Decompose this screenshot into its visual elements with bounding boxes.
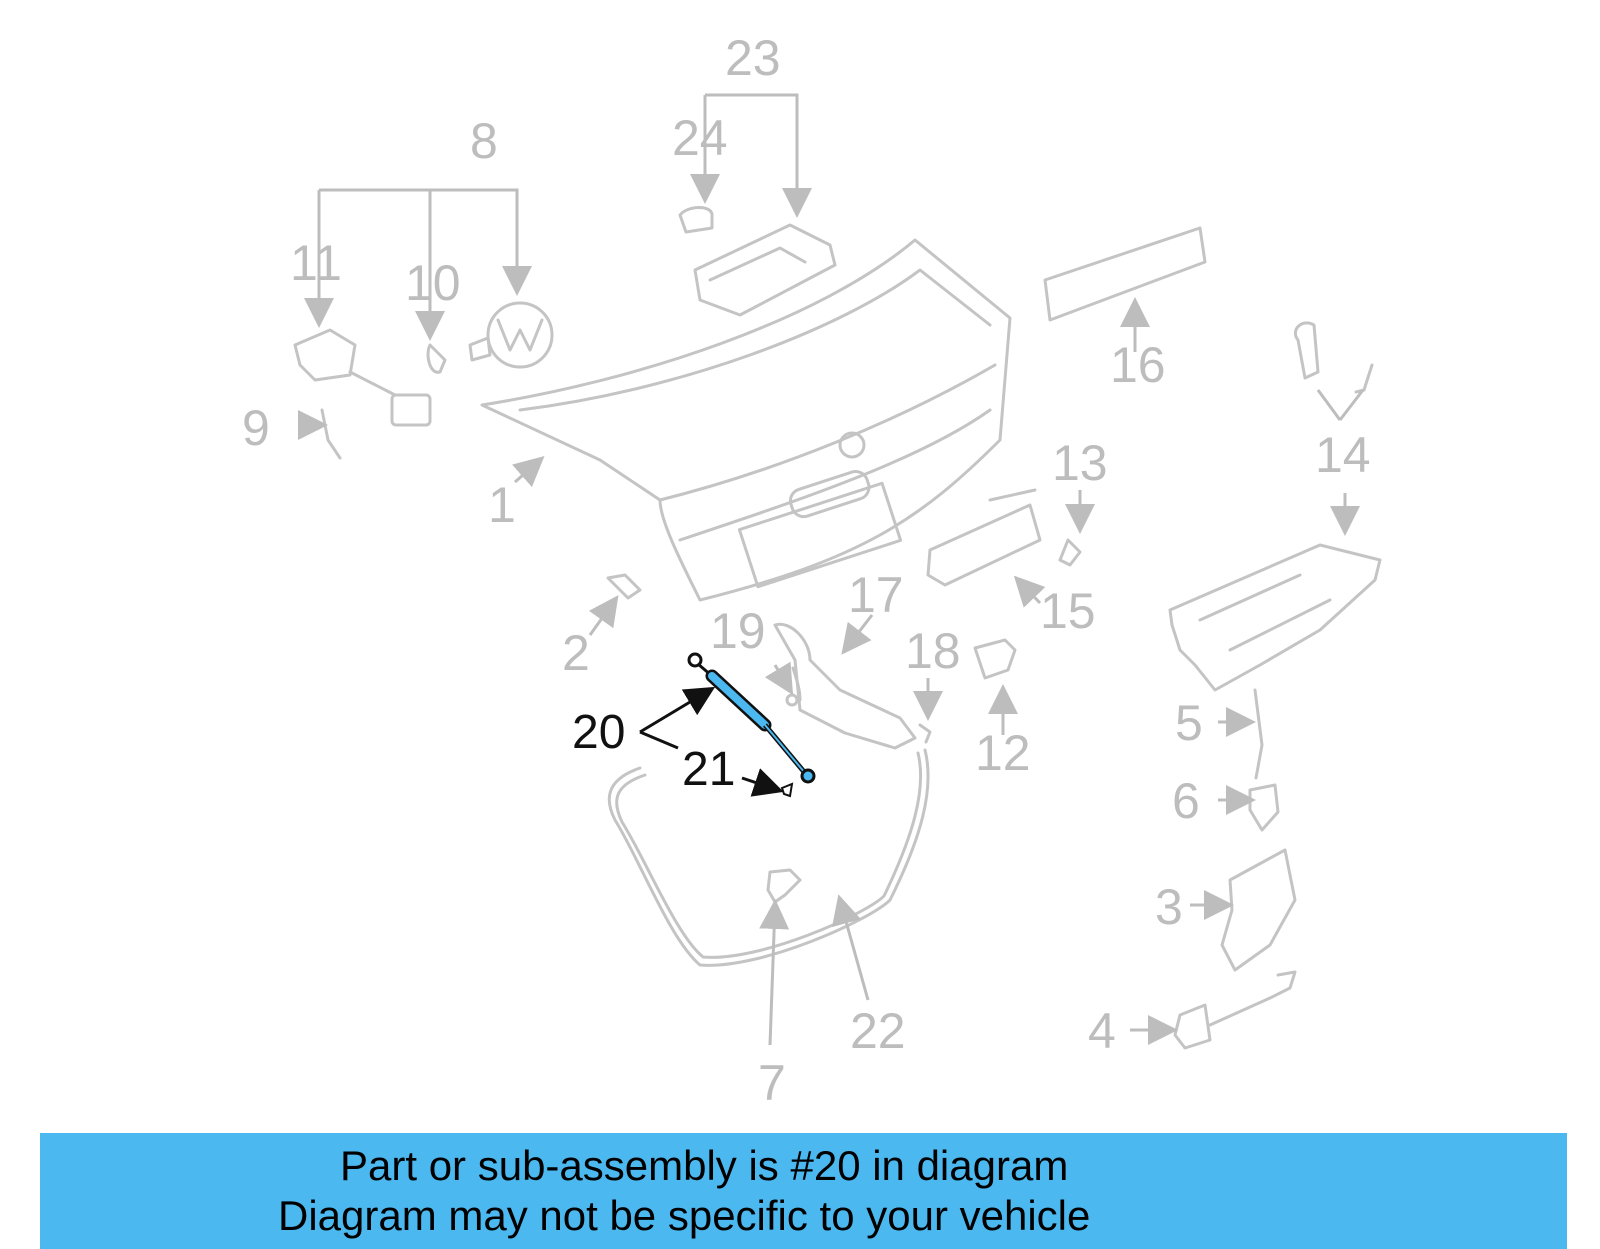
- callout-19: 19: [710, 603, 766, 659]
- callout-17: 17: [848, 567, 904, 623]
- trunk-lid-part: [480, 238, 1012, 602]
- bumper-part: [606, 573, 642, 600]
- weatherstrip-seal-part: [607, 748, 930, 967]
- callout-4: 4: [1088, 1003, 1116, 1059]
- callout-21: 21: [682, 743, 735, 796]
- latch-assembly-part: [1168, 543, 1382, 1050]
- callout-12: 12: [975, 725, 1031, 781]
- callout-11: 11: [290, 235, 342, 291]
- light-housing-part: [678, 206, 837, 317]
- trim-strip-part: [1043, 226, 1207, 322]
- clip-pair-part: [1293, 321, 1374, 394]
- callout-1: 1: [488, 477, 516, 533]
- banner-line-part-number: Part or sub-assembly is #20 in diagram: [340, 1142, 1069, 1189]
- callout-10: 10: [405, 255, 461, 311]
- callout-22: 22: [850, 1003, 906, 1059]
- callout-18: 18: [905, 623, 961, 679]
- emblem-assembly-part: [293, 301, 554, 460]
- callout-14: 14: [1315, 427, 1371, 483]
- striker-part: [766, 868, 802, 904]
- callout-16: 16: [1110, 337, 1166, 393]
- gas-strut-part-20: [687, 652, 816, 798]
- callout-3: 3: [1155, 879, 1183, 935]
- callout-5: 5: [1175, 695, 1203, 751]
- callout-7: 7: [758, 1055, 786, 1111]
- callout-8: 8: [470, 113, 498, 169]
- hinge-part: [773, 622, 1017, 750]
- callout-23: 23: [725, 30, 781, 86]
- callout-15: 15: [1040, 583, 1096, 639]
- info-banner: Part or sub-assembly is #20 in diagram D…: [40, 1133, 1567, 1249]
- license-lamp-part: [926, 488, 1082, 587]
- callout-20: 20: [572, 706, 625, 759]
- highlight-leader-lines: [639, 686, 784, 797]
- leader-lines: [298, 93, 1365, 1046]
- callout-2: 2: [562, 625, 590, 681]
- callout-6: 6: [1172, 773, 1200, 829]
- callout-13: 13: [1052, 435, 1108, 491]
- banner-line-disclaimer: Diagram may not be specific to your vehi…: [278, 1192, 1091, 1239]
- callout-9: 9: [242, 400, 270, 456]
- callout-numbers: 23 24 8 11 10 9 1 16 14 13 15 17 19 18 1…: [242, 30, 1371, 1111]
- callout-24: 24: [672, 110, 728, 166]
